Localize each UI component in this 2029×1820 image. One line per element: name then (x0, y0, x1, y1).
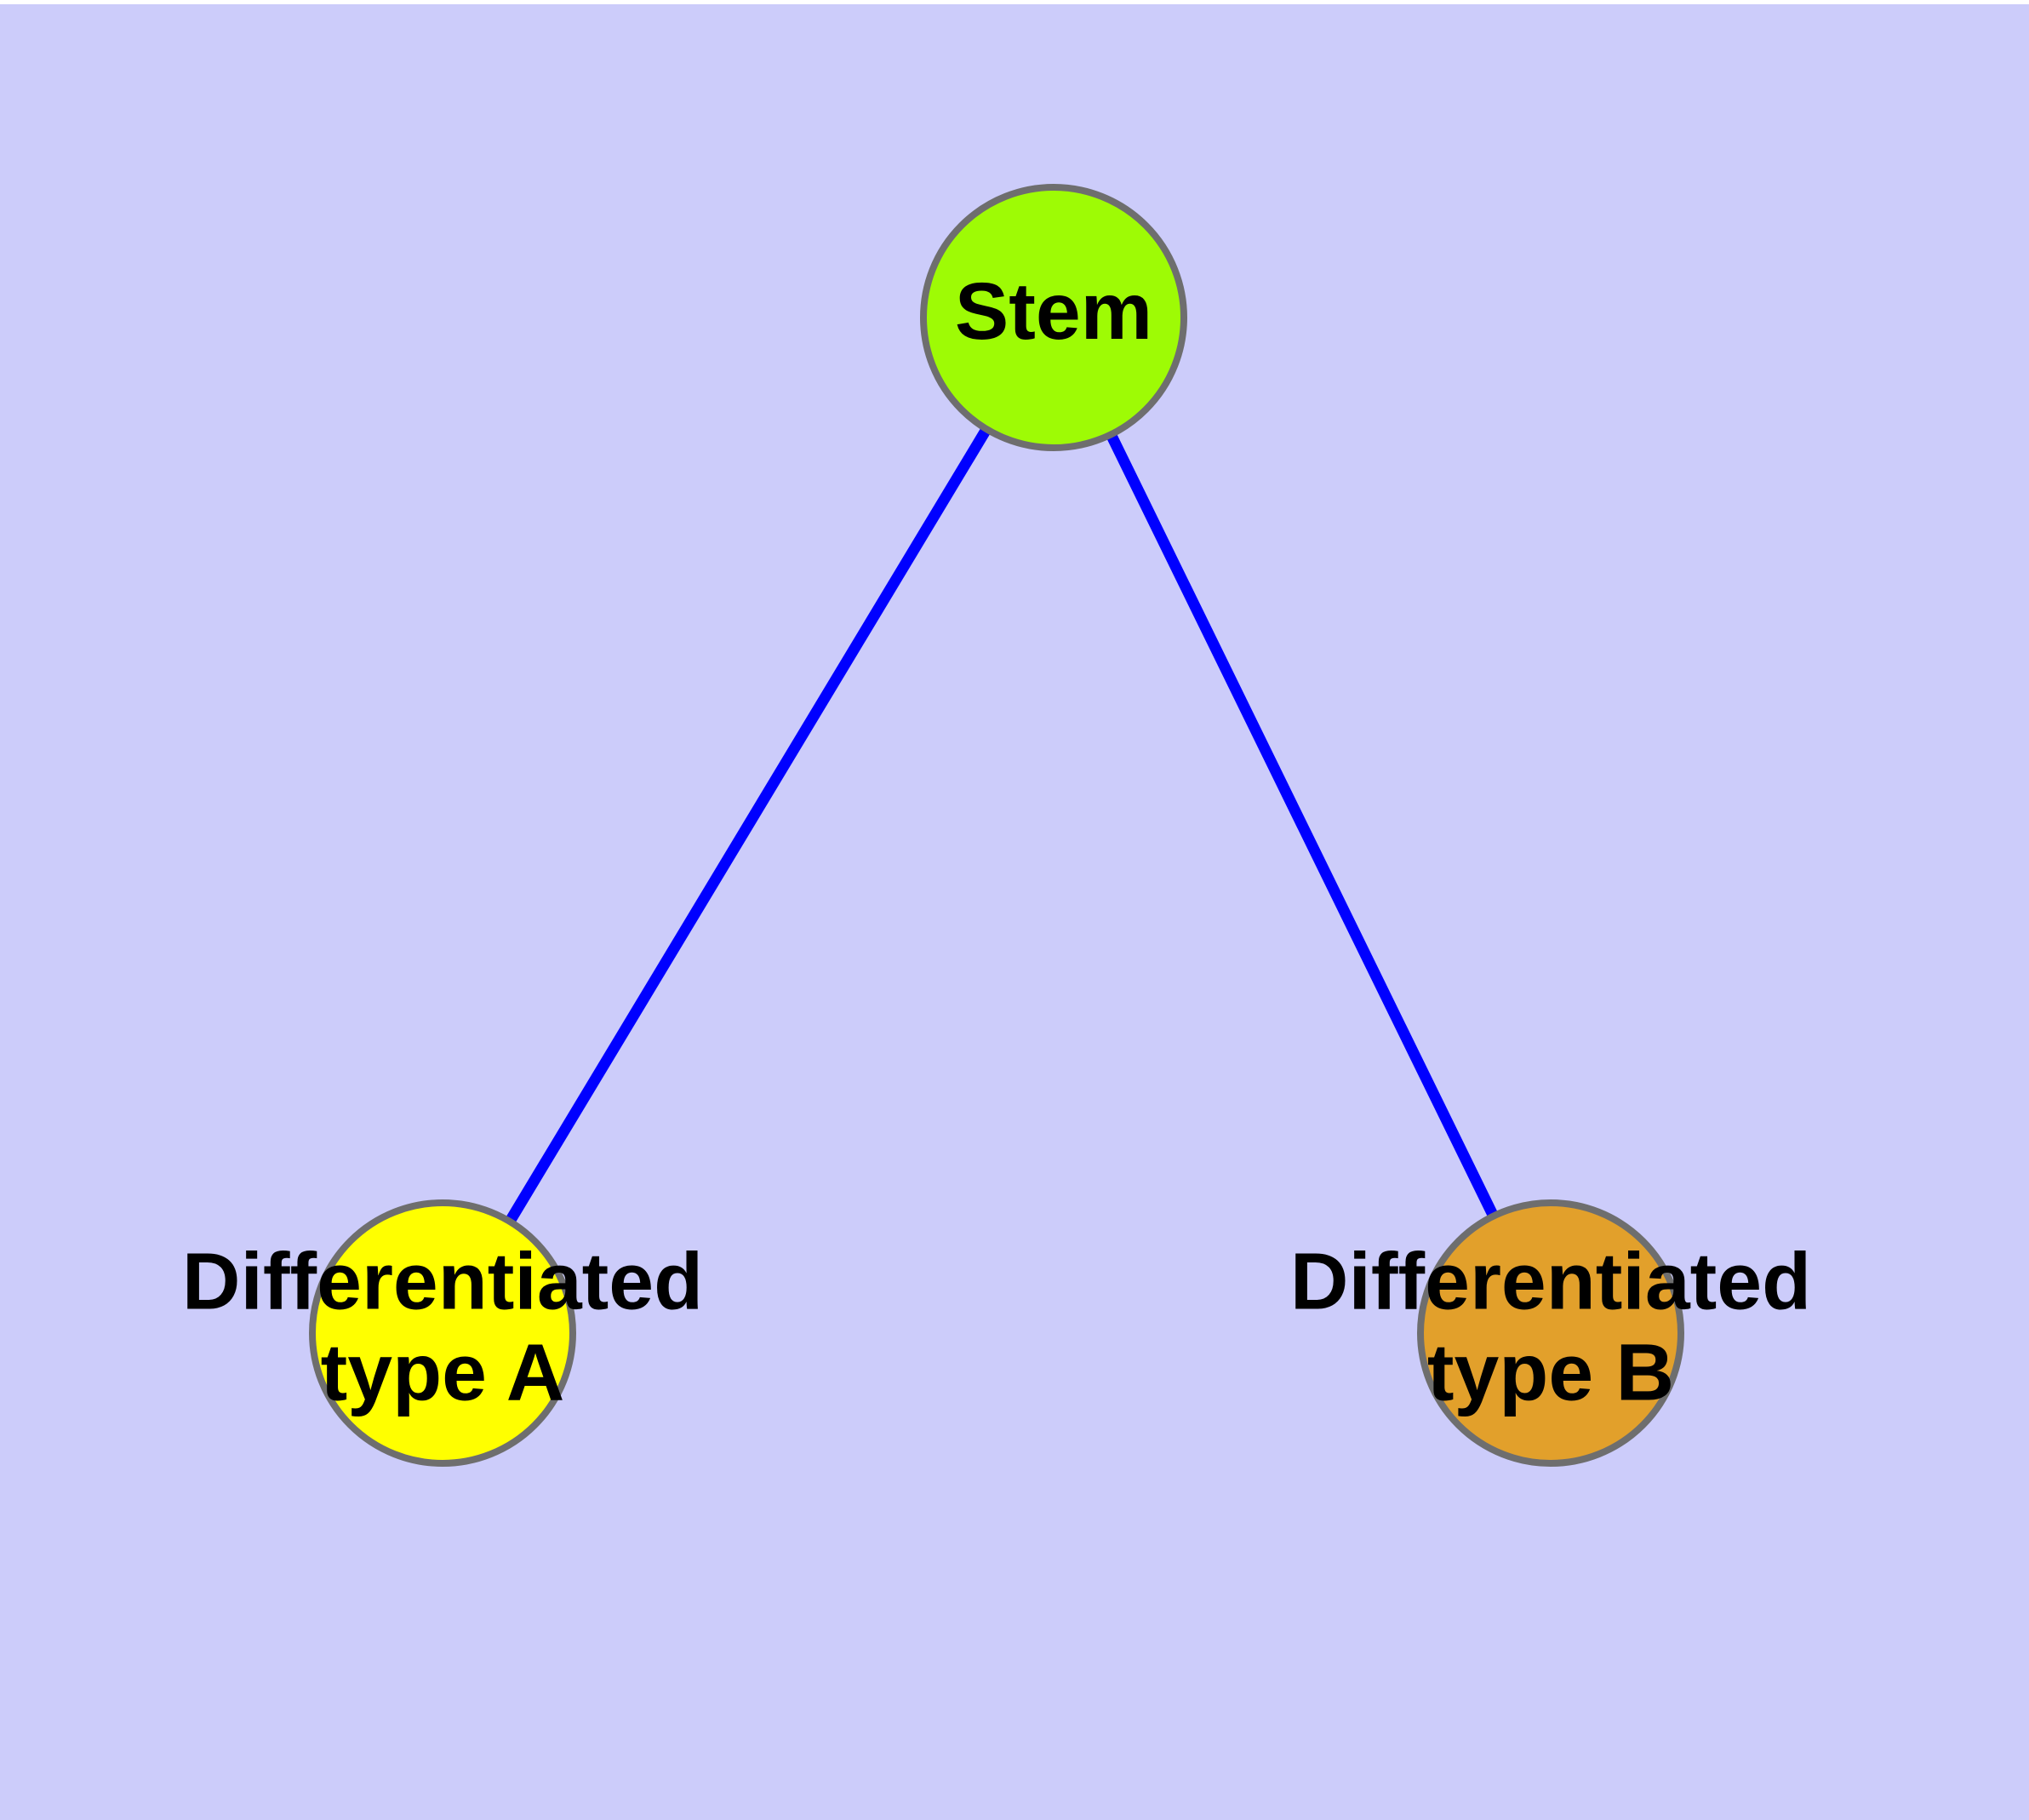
node-circle-diff_a[interactable] (309, 1199, 576, 1467)
node-label-stem: Stem (955, 266, 1152, 357)
node-circle-diff_b[interactable] (1417, 1199, 1684, 1467)
node-label-line: type A (321, 1328, 565, 1418)
graph-node-stem[interactable]: Stem (920, 184, 1187, 451)
node-label-line: Differentiated (182, 1236, 703, 1326)
graph-edge (1104, 428, 1500, 1222)
node-label-line: Stem (955, 266, 1152, 357)
edges-layer (503, 423, 1500, 1228)
node-label-line: Differentiated (1290, 1236, 1811, 1326)
node-circle-stem[interactable] (920, 184, 1187, 451)
node-label-line: type B (1427, 1328, 1674, 1418)
graph-edge (503, 423, 993, 1228)
